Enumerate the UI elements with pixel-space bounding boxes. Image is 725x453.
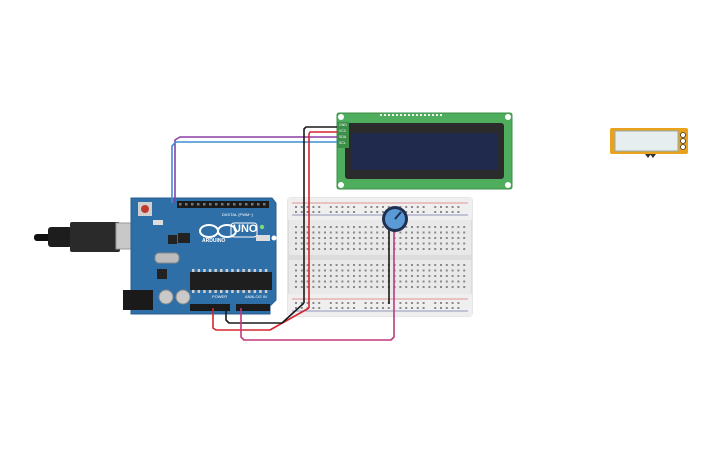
reset-button[interactable] — [141, 205, 149, 213]
breadboard[interactable] — [287, 197, 473, 317]
wire-black-gnd — [225, 302, 305, 324]
lcd-pin-label-vcc: VCC — [339, 129, 347, 133]
digital-header-label: DIGITAL (PWM~) — [222, 212, 253, 217]
lcd-pin-label-sda: SDA — [339, 135, 347, 139]
lcd-pin-label-scl: SCL — [339, 141, 346, 145]
analog-header[interactable] — [236, 304, 270, 311]
wire-pink-a0 — [240, 226, 395, 341]
lcd-pin-label-gnd: GND — [339, 123, 347, 127]
atmega-chip — [190, 272, 272, 290]
wire-blue — [171, 141, 337, 203]
board-brand-text: ARDUINO — [202, 238, 226, 244]
arduino-logo-icon — [217, 224, 237, 238]
lcd-screen — [351, 133, 498, 170]
wires — [171, 126, 400, 341]
potentiometer[interactable] — [382, 206, 408, 232]
lcd-display[interactable] — [336, 112, 513, 190]
potentiometer-knob-icon — [394, 211, 402, 220]
widget-pin-icon — [645, 154, 651, 158]
wire-black-lcd — [303, 126, 337, 303]
power-header-label: POWER — [212, 294, 228, 299]
breadboard-holes — [295, 206, 466, 309]
wire-purple — [174, 136, 337, 203]
power-header[interactable] — [190, 304, 230, 311]
board-logo-text: UNO — [233, 223, 258, 235]
wire-red-lcd — [308, 131, 337, 308]
floating-lcd-widget[interactable] — [610, 128, 688, 158]
arduino-uno-board[interactable] — [34, 197, 277, 315]
power-jack[interactable] — [123, 290, 153, 310]
analog-header-label: ANALOG IN — [245, 294, 267, 299]
